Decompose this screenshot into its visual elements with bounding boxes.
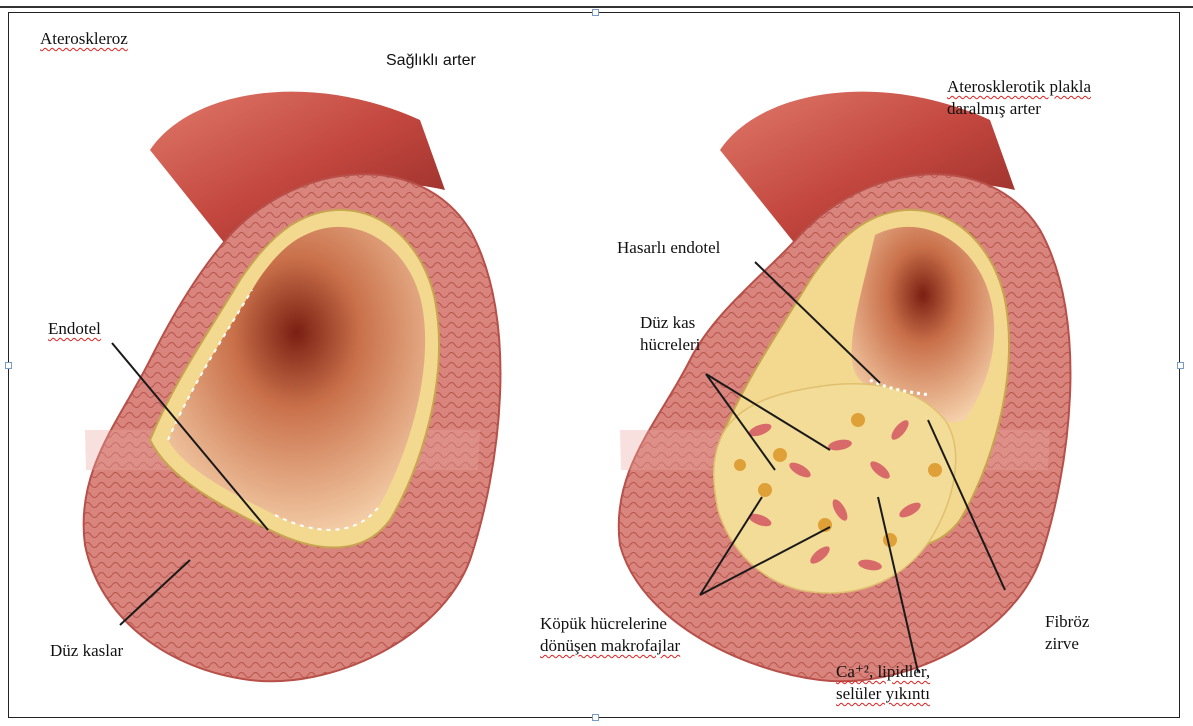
duz-kas-line1: Düz kas: [640, 313, 695, 332]
diagram-title: Ateroskleroz: [40, 28, 128, 49]
fibroz-line2: zirve: [1045, 634, 1079, 653]
label-hasarli-endotel: Hasarlı endotel: [617, 237, 720, 258]
kopuk-line2: dönüşen makrofajlar: [540, 636, 680, 655]
diseased-artery: [619, 92, 1071, 682]
label-kopuk-hucreleri: Köpük hücrelerine dönüşen makrofajlar: [540, 613, 680, 657]
kopuk-line1: Köpük hücrelerine: [540, 614, 667, 633]
healthy-artery-title: Sağlıklı arter: [386, 50, 476, 71]
diseased-artery-title: Aterosklerotik plakla daralmış arter: [947, 76, 1091, 120]
fibroz-line1: Fibröz: [1045, 612, 1089, 631]
label-duz-kaslar: Düz kaslar: [50, 640, 123, 661]
ca-line2: selüler yıkıntı: [836, 684, 930, 703]
label-fibroz-zirve: Fibröz zirve: [1045, 611, 1089, 655]
label-duz-kas-hucreleri: Düz kas hücreleri: [640, 312, 700, 356]
diseased-title-line1: Aterosklerotik plakla: [947, 77, 1091, 96]
label-ca-lipidler: Ca⁺², lipidler, selüler yıkıntı: [836, 661, 930, 705]
duz-kas-line2: hücreleri: [640, 335, 700, 354]
healthy-artery: [84, 92, 501, 682]
ca-line1: Ca⁺², lipidler,: [836, 662, 930, 681]
label-endotel: Endotel: [48, 318, 101, 339]
diseased-title-line2: daralmış arter: [947, 99, 1041, 118]
